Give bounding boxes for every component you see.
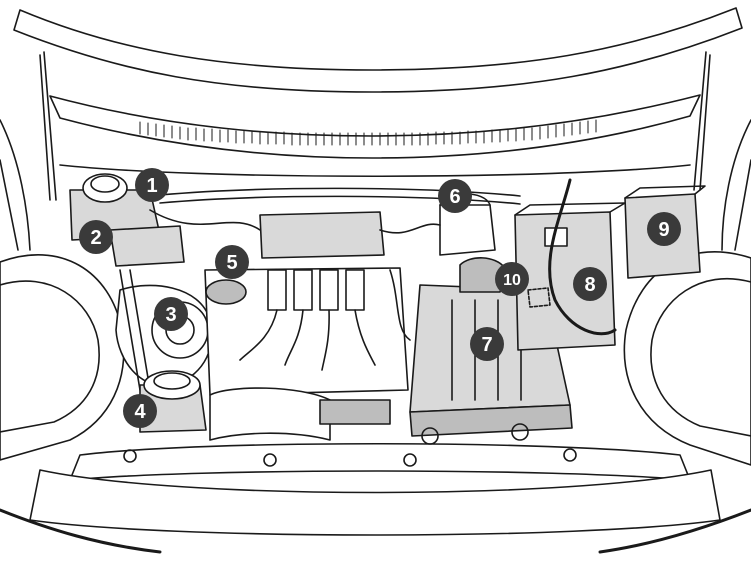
bumper-lower-edge-left xyxy=(0,508,162,554)
callout-4-label: 4 xyxy=(134,401,146,423)
oil-filler-cap xyxy=(205,279,247,305)
right-hood-strut xyxy=(693,51,711,191)
hood-inner-panel xyxy=(49,94,701,159)
bumper-lower-edge-right xyxy=(598,508,751,554)
cowl-line xyxy=(59,164,691,178)
front-bumper xyxy=(29,469,721,536)
callout-6-label: 6 xyxy=(449,186,460,208)
power-steering-cap xyxy=(143,370,201,400)
callout-7: 7 xyxy=(470,327,504,361)
callout-7-label: 7 xyxy=(481,334,492,356)
hood-outline xyxy=(13,7,743,93)
callout-8: 8 xyxy=(573,267,607,301)
support-bolts xyxy=(123,448,577,467)
callouts: 1 2 3 4 5 6 7 8 xyxy=(79,168,681,428)
callout-10: 10 xyxy=(495,262,529,296)
hood-vent-slots xyxy=(139,119,597,146)
firewall-pipes xyxy=(159,187,521,205)
radiator-support xyxy=(69,442,691,481)
callout-4: 4 xyxy=(123,394,157,428)
callout-3: 3 xyxy=(154,297,188,331)
callout-3-label: 3 xyxy=(165,304,176,326)
left-fender-edge xyxy=(0,119,31,251)
callout-8-label: 8 xyxy=(584,274,595,296)
callout-5-label: 5 xyxy=(226,252,237,274)
battery xyxy=(514,211,616,351)
callout-2: 2 xyxy=(79,220,113,254)
callout-1: 1 xyxy=(135,168,169,202)
brake-fluid-cap xyxy=(82,173,128,203)
callout-10-label: 10 xyxy=(503,272,521,289)
left-hood-strut xyxy=(39,51,57,201)
coolant-reservoir xyxy=(439,204,496,256)
callout-9: 9 xyxy=(647,212,681,246)
callout-5: 5 xyxy=(215,245,249,279)
brake-master-cylinder xyxy=(109,225,185,267)
callout-1-label: 1 xyxy=(146,175,157,197)
callout-2-label: 2 xyxy=(90,227,101,249)
battery-connector xyxy=(527,287,551,308)
callout-9-label: 9 xyxy=(658,219,669,241)
battery-cable xyxy=(548,178,617,336)
spark-plug-wires xyxy=(239,309,376,371)
intake-duct xyxy=(209,387,331,441)
misc-hoses xyxy=(149,209,441,341)
intake-manifold xyxy=(259,211,385,259)
alternator-belt-area xyxy=(115,284,213,387)
intake-hose-ribbed xyxy=(319,399,391,425)
callout-6: 6 xyxy=(438,179,472,213)
right-fender-edge xyxy=(721,119,751,251)
ignition-coils xyxy=(267,269,365,311)
